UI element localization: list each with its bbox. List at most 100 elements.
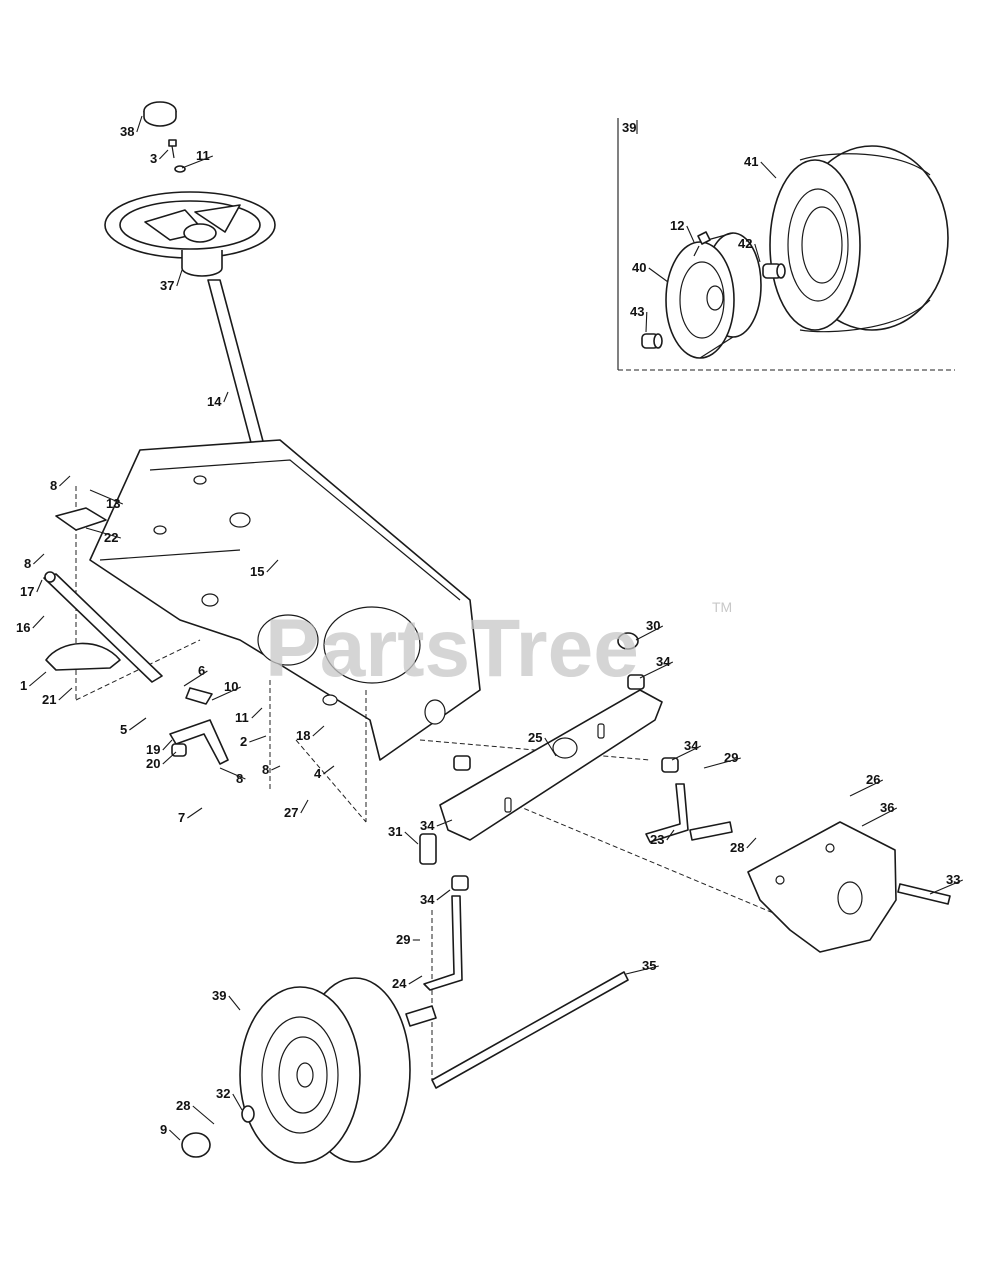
callout-leader — [58, 687, 73, 701]
callout-label: 34 — [420, 892, 435, 907]
cap-icon[interactable] — [617, 632, 639, 650]
callout-label: 20 — [146, 756, 160, 771]
callout-label: 41 — [744, 154, 758, 169]
callout-leader — [59, 475, 71, 487]
callout-leader — [754, 243, 761, 263]
callout-leader — [404, 831, 419, 845]
rim-icon[interactable] — [665, 232, 762, 359]
callout-label: 24 — [392, 976, 407, 991]
callout-leader — [36, 579, 43, 593]
steering-wheel-icon[interactable] — [104, 191, 276, 277]
callout-leader — [544, 737, 557, 757]
axle-bracket-icon[interactable] — [747, 821, 897, 953]
callout-leader — [666, 829, 675, 841]
callout-leader — [312, 725, 325, 737]
frame-icon — [89, 439, 481, 761]
callout-leader — [228, 995, 241, 1011]
callout-leader — [211, 686, 242, 701]
callout-label: 25 — [528, 730, 542, 745]
callout-label: 8 — [50, 478, 57, 493]
callout-label: 28 — [176, 1098, 190, 1113]
callout-leader — [648, 267, 669, 283]
spindle-icon[interactable] — [405, 895, 463, 1027]
callout-leader — [29, 671, 47, 687]
callout-label: 8 — [236, 771, 243, 786]
callout-leader — [323, 765, 335, 775]
callout-label: 17 — [20, 584, 34, 599]
wheel-icon[interactable] — [769, 145, 949, 333]
callout-leader — [176, 269, 183, 287]
callout-leader — [129, 717, 147, 731]
callout-leader — [686, 225, 695, 243]
callout-label: 34 — [420, 818, 435, 833]
tie-rod-icon[interactable] — [431, 971, 629, 1089]
callout-leader — [32, 615, 45, 629]
callout-leader — [645, 311, 648, 333]
callout-leader — [219, 767, 246, 780]
callout-label: 23 — [650, 832, 664, 847]
hub-cap-icon[interactable] — [143, 101, 177, 127]
callout-leader — [187, 807, 203, 819]
wheel-icon[interactable] — [239, 977, 411, 1164]
callout-leader — [635, 625, 664, 641]
callout-leader — [162, 739, 173, 751]
watermark-tm: TM — [712, 599, 732, 615]
bushing-icon[interactable] — [451, 674, 679, 891]
callout-label: 11 — [235, 710, 249, 725]
washer-icon[interactable] — [241, 1105, 255, 1123]
callout-leader — [266, 559, 279, 573]
callout-label: 19 — [146, 742, 160, 757]
callout-label: 43 — [630, 304, 644, 319]
callout-leader — [89, 489, 124, 505]
callout-leader — [861, 807, 898, 827]
bolt-icon[interactable] — [897, 883, 951, 905]
callout-leader — [162, 751, 177, 765]
callout-label: 13 — [106, 496, 120, 511]
callout-label: 15 — [250, 564, 264, 579]
callout-label: 4 — [314, 766, 322, 781]
bearing-icon[interactable] — [762, 263, 786, 279]
callout-label: 1 — [20, 678, 27, 693]
callout-label: 29 — [724, 750, 738, 765]
callout-leader — [271, 765, 281, 771]
callout-label: 12 — [670, 218, 684, 233]
callout-label: 34 — [684, 738, 699, 753]
spindle-icon[interactable] — [645, 783, 733, 843]
callout-label: 38 — [120, 124, 134, 139]
callout-leader — [85, 527, 121, 539]
callout-label: 5 — [120, 722, 127, 737]
callout-leader — [136, 115, 143, 133]
callout-label: 40 — [632, 260, 646, 275]
sector-gear-icon[interactable] — [45, 642, 121, 671]
callout-label: 11 — [196, 148, 210, 163]
spacer-icon[interactable] — [419, 833, 437, 865]
hub-cap-icon[interactable] — [181, 1132, 211, 1158]
callout-label: 9 — [160, 1122, 167, 1137]
plate-icon[interactable] — [55, 507, 107, 531]
callout-label: 39 — [212, 988, 226, 1003]
callout-leader — [436, 889, 451, 901]
callout-label: 27 — [284, 805, 298, 820]
steering-arm-icon[interactable] — [169, 719, 229, 765]
callout-leader — [746, 837, 757, 849]
valve-stem-icon[interactable] — [693, 231, 711, 257]
bolt-icon[interactable] — [168, 139, 177, 159]
callout-label: 6 — [198, 663, 205, 678]
callout-leader — [760, 161, 777, 179]
inset-label: 39 — [622, 120, 636, 135]
callout-leader — [232, 1093, 243, 1111]
ball-joint-icon[interactable] — [185, 687, 213, 705]
bearing-icon[interactable] — [641, 333, 663, 349]
callout-label: 16 — [16, 620, 30, 635]
callout-label: 42 — [738, 236, 752, 251]
callout-label: 3 — [150, 151, 157, 166]
front-axle-icon[interactable] — [439, 689, 663, 841]
drag-link-icon[interactable] — [43, 571, 163, 683]
callout-label: 8 — [262, 762, 269, 777]
callout-label: 21 — [42, 692, 56, 707]
callout-leader — [181, 155, 213, 169]
callout-label: 35 — [642, 958, 656, 973]
callout-leader — [223, 391, 229, 403]
